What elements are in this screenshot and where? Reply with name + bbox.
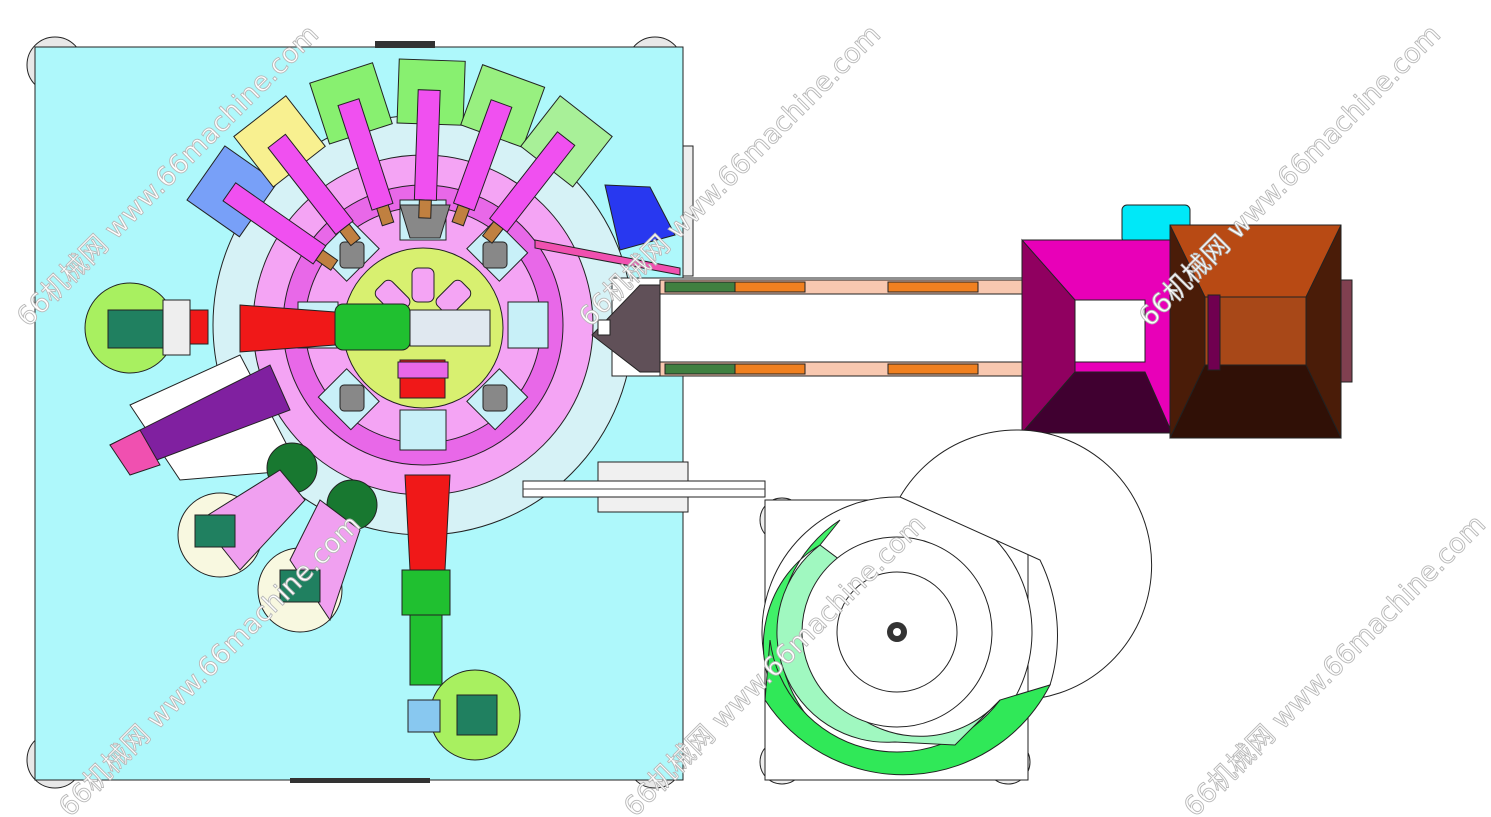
clamp-stations (186, 58, 681, 276)
conveyor-belt (591, 277, 1025, 377)
linear-feeder (522, 461, 766, 513)
left-probe-station (84, 282, 491, 374)
lower-left-stations (177, 442, 378, 633)
watermark-text: 66机械网 www.66machine.com (1178, 509, 1491, 817)
vibratory-bowl-feeder (759, 429, 1153, 785)
bottom-probe-station (401, 474, 521, 761)
hopper (1020, 204, 1353, 439)
side-cylinder (109, 354, 301, 481)
